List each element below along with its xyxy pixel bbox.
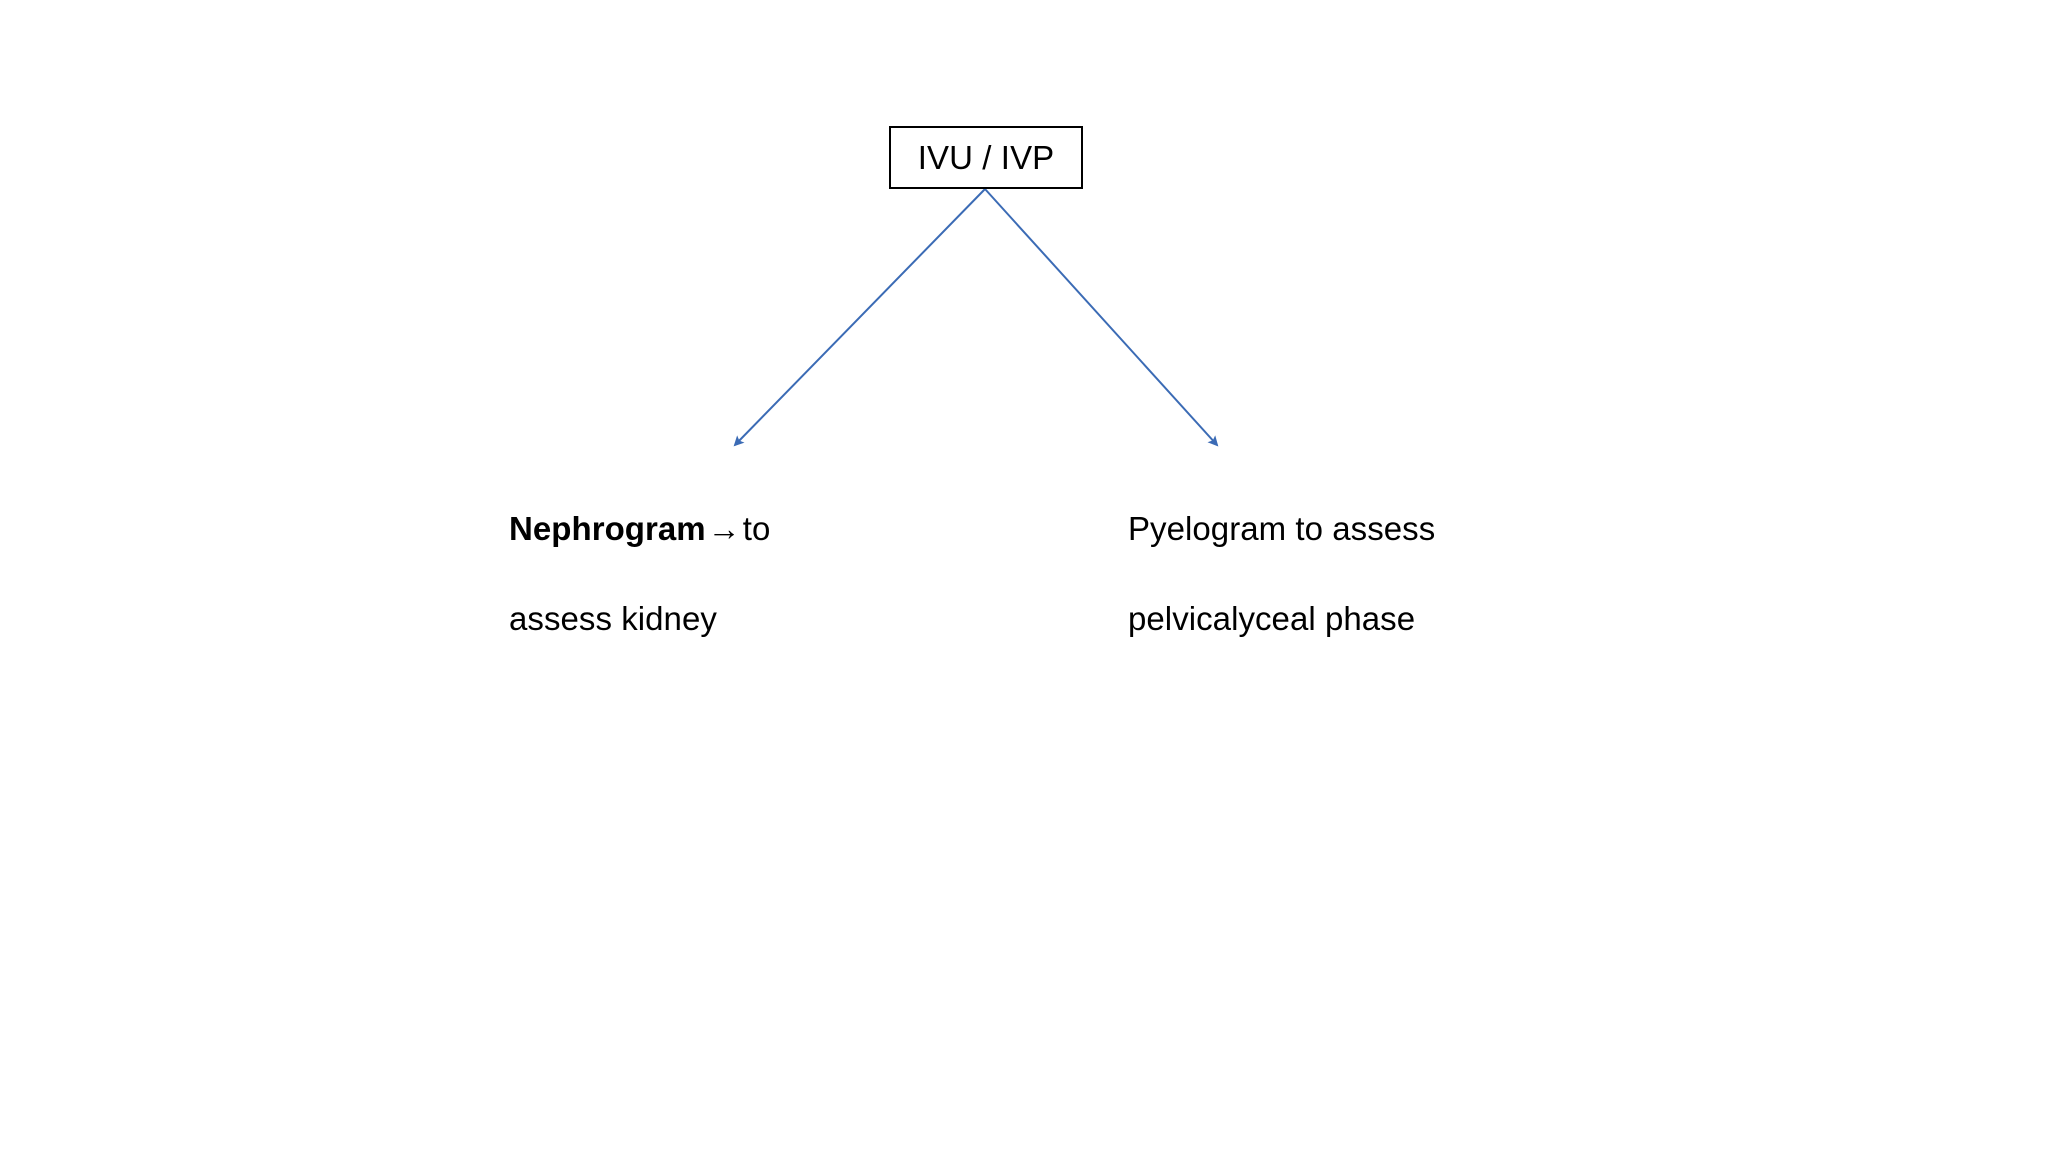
leaf-nephrogram-line1: Nephrogram→to [509, 506, 929, 551]
leaf-nephrogram-term: Nephrogram [509, 510, 706, 547]
leaf-pyelogram-line2: pelvicalyceal phase [1128, 600, 1416, 637]
leaf-nephrogram-line1-rest: to [742, 510, 771, 547]
right-arrow-icon: → [707, 510, 741, 547]
connector-root-to-pyelogram [984, 188, 1219, 447]
connector-root-to-nephrogram [733, 188, 986, 447]
leaf-pyelogram[interactable]: Pyelogram to assess pelvicalyceal phase [1128, 461, 1548, 686]
leaf-pyelogram-line1: Pyelogram to assess [1128, 510, 1436, 547]
node-ivu-ivp[interactable]: IVU / IVP [889, 126, 1083, 189]
leaf-nephrogram[interactable]: Nephrogram→to assess kidney [509, 461, 929, 686]
leaf-nephrogram-line2: assess kidney [509, 600, 717, 637]
node-ivu-ivp-label: IVU / IVP [917, 139, 1055, 176]
